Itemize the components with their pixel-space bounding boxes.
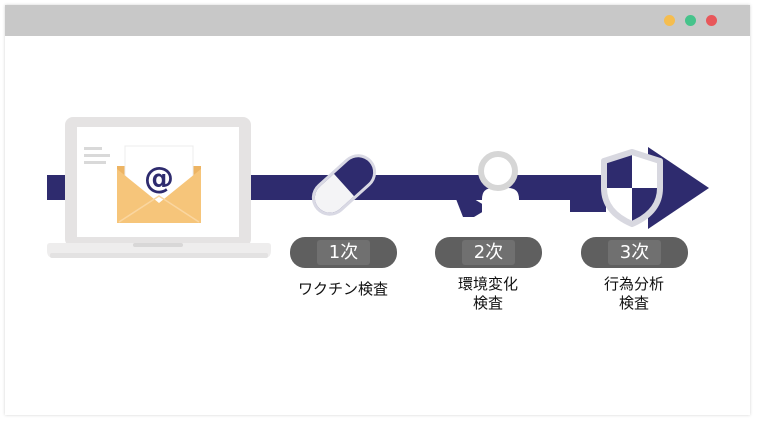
window-dot-red — [706, 15, 717, 26]
step-1-label: 1次 — [290, 237, 397, 268]
step-3-caption: 行為分析 検査 — [569, 275, 699, 313]
step-3-label-text: 3次 — [619, 242, 650, 263]
screen-text-lines — [84, 147, 110, 164]
step-2-caption-line-1: 環境変化 — [457, 275, 518, 293]
flow-band-step-2 — [456, 199, 489, 217]
envelope-icon: @ — [117, 145, 201, 223]
at-sign-symbol: @ — [144, 161, 174, 196]
person-head — [478, 151, 518, 191]
step-2-caption: 環境変化 検査 — [423, 275, 553, 313]
step-3-caption-line-2: 検査 — [618, 294, 649, 312]
capsule-icon — [311, 154, 377, 216]
flow-band-step-3 — [570, 194, 606, 212]
person-body — [482, 188, 519, 217]
shield-icon — [601, 149, 663, 227]
window-dot-green — [685, 15, 696, 26]
step-1-caption-line: ワクチン検査 — [297, 280, 388, 298]
step-2-caption-line-2: 検査 — [472, 294, 503, 312]
arrow-right-icon — [648, 147, 709, 229]
laptop-notch — [133, 243, 183, 247]
step-1-label-text: 1次 — [328, 242, 359, 263]
person-icon — [478, 151, 519, 217]
window-titlebar — [5, 5, 750, 36]
window-dot-yellow — [664, 15, 675, 26]
step-1-caption: ワクチン検査 — [278, 280, 408, 299]
step-3-caption-line-1: 行為分析 — [603, 275, 664, 293]
step-2-label-text: 2次 — [473, 242, 504, 263]
step-3-label: 3次 — [581, 237, 688, 268]
step-2-label: 2次 — [435, 237, 542, 268]
